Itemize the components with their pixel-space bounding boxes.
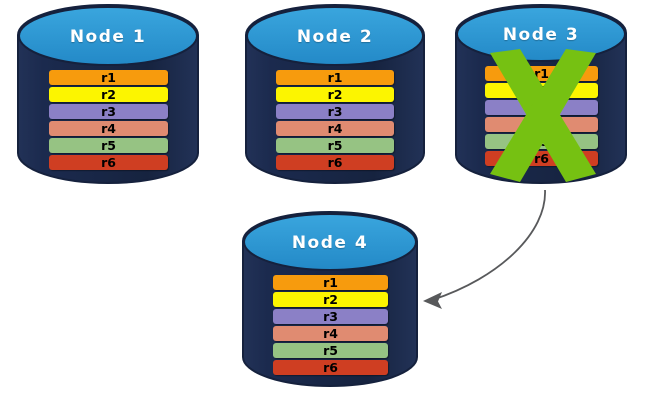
row-bar-r1[interactable]: r1 xyxy=(485,66,598,81)
row-bar-r5[interactable]: r5 xyxy=(273,343,388,358)
row-bar-r3[interactable]: r3 xyxy=(273,309,388,324)
row-bar-r2[interactable]: r2 xyxy=(273,292,388,307)
row-bar-r2[interactable]: r2 xyxy=(276,87,394,102)
row-bar-r3[interactable]: r3 xyxy=(276,104,394,119)
row-bar-r5[interactable]: r5 xyxy=(485,134,598,149)
row-bar-r5[interactable]: r5 xyxy=(49,138,168,153)
row-bar-r3[interactable]: r3 xyxy=(485,100,598,115)
row-bar-r1[interactable]: r1 xyxy=(273,275,388,290)
row-bar-r1[interactable]: r1 xyxy=(49,70,168,85)
row-bar-r5[interactable]: r5 xyxy=(276,138,394,153)
row-bar-r2[interactable]: r2 xyxy=(49,87,168,102)
row-bar-r1[interactable]: r1 xyxy=(276,70,394,85)
row-bar-r4[interactable]: r4 xyxy=(273,326,388,341)
row-bar-r6[interactable]: r6 xyxy=(49,155,168,170)
row-bar-r4[interactable]: r4 xyxy=(276,121,394,136)
row-bar-r3[interactable]: r3 xyxy=(49,104,168,119)
row-bar-r6[interactable]: r6 xyxy=(485,151,598,166)
row-bar-r6[interactable]: r6 xyxy=(276,155,394,170)
row-bar-r6[interactable]: r6 xyxy=(273,360,388,375)
row-bar-r4[interactable]: r4 xyxy=(485,117,598,132)
row-bar-r2[interactable]: r2 xyxy=(485,83,598,98)
row-bar-r4[interactable]: r4 xyxy=(49,121,168,136)
